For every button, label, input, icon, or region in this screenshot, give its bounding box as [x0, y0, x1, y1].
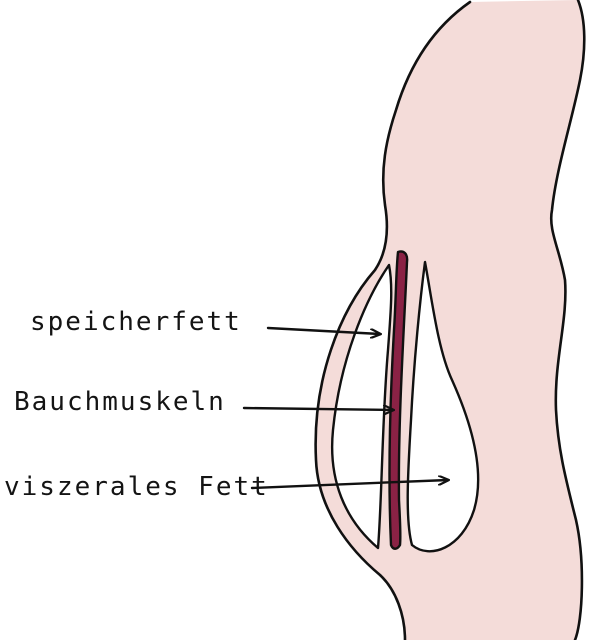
abdominal-muscle-band — [388, 250, 409, 550]
label-abdominal-muscles: Bauchmuskeln — [14, 387, 226, 417]
arrow-visceral-fat — [250, 480, 448, 490]
arrow-abdominal-muscles — [242, 408, 393, 410]
label-storage-fat: speicherfett — [30, 307, 242, 337]
body-silhouette — [315, 0, 585, 640]
front-outline — [314, 0, 472, 640]
label-visceral-fat: viszerales Fett — [4, 472, 269, 502]
back-outline — [549, 0, 586, 640]
arrow-storage-fat — [266, 326, 380, 334]
visceral-fat-pocket — [406, 260, 480, 553]
